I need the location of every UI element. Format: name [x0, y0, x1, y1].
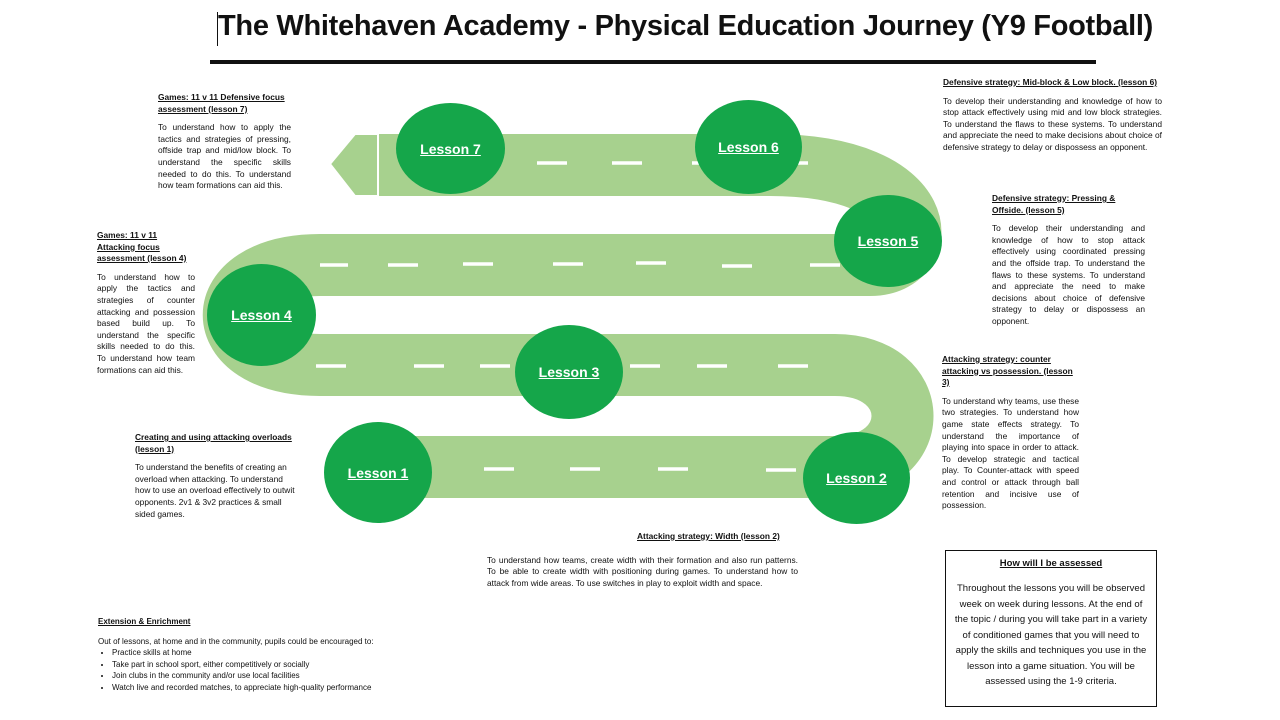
lesson-5-heading: Defensive strategy: Pressing & Offside. …	[992, 193, 1116, 215]
lesson-5-body: To develop their understanding and knowl…	[992, 223, 1145, 326]
lesson-2-description: Attacking strategy: Width (lesson 2) To …	[487, 531, 798, 589]
extension-list: Practice skills at home Take part in sch…	[98, 647, 374, 693]
extension-item: Watch live and recorded matches, to appr…	[112, 682, 374, 694]
extension-item: Take part in school sport, either compet…	[112, 659, 374, 671]
lesson-1-description: Creating and using attacking overloads (…	[135, 432, 295, 520]
page-title: The Whitehaven Academy - Physical Educat…	[218, 10, 1154, 42]
lesson-4-circle[interactable]: Lesson 4	[207, 264, 316, 366]
extension-item: Join clubs in the community and/or use l…	[112, 670, 374, 682]
lesson-3-description: Attacking strategy: counter attacking vs…	[942, 354, 1079, 512]
extension-intro: Out of lessons, at home and in the commu…	[98, 636, 374, 646]
extension-enrichment: Extension & Enrichment Out of lessons, a…	[98, 616, 374, 693]
lesson-5-circle[interactable]: Lesson 5	[834, 195, 942, 287]
lesson-2-heading: Attacking strategy: Width (lesson 2)	[637, 531, 780, 541]
title-underline	[210, 60, 1096, 64]
road-path	[202, 134, 942, 498]
lesson-4-heading: Games: 11 v 11 Attacking focus assessmen…	[97, 230, 187, 264]
lesson-3-heading: Attacking strategy: counter attacking vs…	[942, 354, 1073, 388]
lesson-6-circle[interactable]: Lesson 6	[695, 100, 802, 194]
extension-item: Practice skills at home	[112, 647, 374, 659]
lesson-6-body: To develop their understanding and knowl…	[943, 95, 1162, 152]
lesson-6-description: Defensive strategy: Mid-block & Low bloc…	[943, 77, 1162, 154]
lesson-5-description: Defensive strategy: Pressing & Offside. …	[992, 193, 1145, 328]
lesson-7-description: Games: 11 v 11 Defensive focus assessmen…	[158, 92, 291, 192]
lesson-3-body: To understand why teams, use these two s…	[942, 395, 1079, 511]
assessment-body: Throughout the lessons you will be obser…	[954, 583, 1148, 687]
extension-heading: Extension & Enrichment	[98, 617, 191, 626]
lesson-3-circle[interactable]: Lesson 3	[515, 325, 623, 419]
lesson-1-circle[interactable]: Lesson 1	[324, 422, 432, 523]
lesson-1-body: To understand the benefits of creating a…	[135, 462, 295, 519]
lesson-7-heading: Games: 11 v 11 Defensive focus assessmen…	[158, 92, 285, 114]
assessment-box: How will I be assessed Throughout the le…	[945, 550, 1157, 707]
road-arrow-head	[328, 133, 379, 197]
lesson-7-circle[interactable]: Lesson 7	[396, 103, 505, 194]
lesson-2-circle[interactable]: Lesson 2	[803, 432, 910, 524]
text-cursor	[217, 12, 218, 46]
lesson-2-body: To understand how teams, create width wi…	[487, 554, 798, 588]
assessment-heading: How will I be assessed	[999, 558, 1103, 569]
lesson-4-description: Games: 11 v 11 Attacking focus assessmen…	[97, 230, 195, 376]
lesson-1-heading: Creating and using attacking overloads (…	[135, 432, 292, 454]
lesson-4-body: To understand how to apply the tactics a…	[97, 271, 195, 375]
lesson-6-heading: Defensive strategy: Mid-block & Low bloc…	[943, 77, 1158, 87]
lesson-7-body: To understand how to apply the tactics a…	[158, 122, 291, 191]
